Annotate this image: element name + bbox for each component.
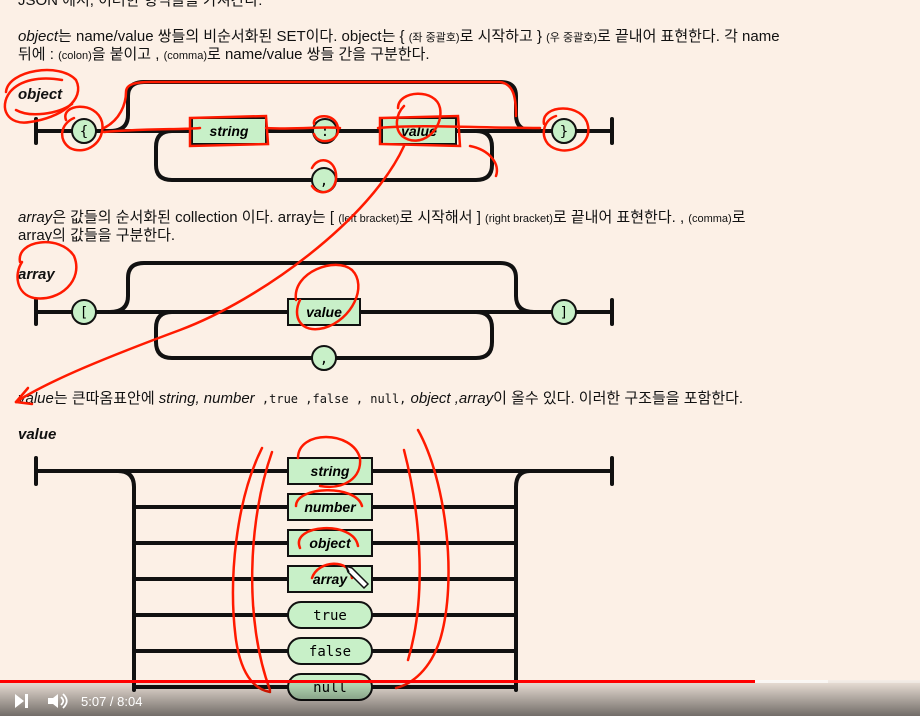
value-option-object-label: object [309, 535, 352, 551]
array-desc-d: 로 [731, 209, 746, 226]
object-open-brace: { [80, 124, 88, 140]
array-desc-small-c: (comma) [688, 213, 732, 225]
value-option-number-label: number [304, 499, 357, 515]
array-description-line1: array은 값들의 순서화된 collection 이다. array는 [ … [18, 209, 746, 228]
video-player-bar [0, 680, 920, 716]
object-desc2-a: 뒤에 : [18, 46, 59, 63]
object-string-box: string [191, 117, 267, 145]
value-desc-a: 는 큰따옴표안에 [53, 390, 159, 407]
value-option-array-label: array [313, 571, 348, 587]
value-desc-italic-b: object ,array [406, 390, 494, 407]
array-close-bracket-node: ] [551, 299, 577, 325]
array-diagram-label: array [18, 266, 55, 283]
array-desc-a: 은 값들의 순서화된 collection 이다. array는 [ [52, 209, 339, 226]
value-option-true-label: true [313, 608, 347, 624]
array-description-line2: array의 값들을 구분한다. [18, 227, 176, 244]
play-icon [15, 694, 28, 708]
array-desc-c: 로 끝내어 표현한다. , [552, 209, 689, 226]
video-buffer-bar [754, 680, 828, 683]
pen-cursor-icon [344, 564, 370, 590]
array-value-label: value [306, 304, 342, 320]
object-colon: : [321, 124, 329, 140]
value-option-string-label: string [311, 463, 350, 479]
object-close-brace: } [560, 124, 568, 140]
array-open-bracket-node: [ [71, 299, 97, 325]
video-progress-bar[interactable] [0, 680, 920, 683]
object-string-label: string [210, 123, 249, 139]
intro-text: JSON 에서, 이러한 형식들을 가져간다: [18, 0, 263, 9]
value-diagram-label: value [18, 426, 57, 443]
play-button[interactable] [12, 692, 32, 713]
value-option-false-label: false [309, 644, 351, 660]
value-desc-b: 이 올수 있다. 이러한 구조들을 포함한다. [493, 390, 744, 407]
object-desc2-small-a: (colon) [58, 50, 92, 62]
object-desc-text-a: 는 name/value 쌍들의 비순서화된 SET이다. object는 { [58, 28, 409, 45]
object-diagram-label: object [18, 86, 63, 103]
video-progress-fill [0, 680, 755, 683]
array-term: array [18, 209, 53, 226]
value-option-object: object [287, 529, 373, 557]
value-desc-italic-a: string, number [158, 390, 255, 407]
volume-icon [48, 693, 68, 709]
object-open-brace-node: { [71, 118, 97, 144]
object-close-brace-node: } [551, 118, 577, 144]
time-display: 5:07 / 8:04 [81, 694, 142, 709]
object-desc-text-c: 로 끝내어 표현한다. 각 name [597, 28, 780, 45]
object-description-line2: 뒤에 : (colon)을 붙이고 , (comma)로 name/value … [18, 46, 430, 65]
object-desc-small-b: (우 중괄호) [546, 32, 597, 44]
value-description-line: value는 큰따옴표안에 string, number ,true ,fals… [18, 390, 743, 408]
object-desc2-c: 로 name/value 쌍들 간을 구분한다. [207, 46, 430, 63]
object-description-line1: object는 name/value 쌍들의 비순서화된 SET이다. obje… [18, 28, 780, 47]
time-separator: / [106, 694, 118, 709]
object-desc2-small-b: (comma) [163, 50, 207, 62]
value-option-false: false [287, 637, 373, 665]
array-desc-small-b: (right bracket) [485, 213, 553, 225]
object-term: object [18, 28, 59, 45]
object-desc-text-b: 로 시작하고 } [459, 28, 547, 45]
volume-button[interactable] [46, 692, 70, 713]
object-desc2-b: 을 붙이고 , [91, 46, 164, 63]
time-total: 8:04 [117, 694, 143, 709]
array-comma: , [320, 351, 328, 367]
object-desc-small-a: (좌 중괄호) [408, 32, 460, 44]
object-comma: , [320, 173, 328, 189]
array-open-bracket: [ [80, 305, 88, 321]
array-desc-b: 로 시작해서 ] [399, 209, 486, 226]
red-pen-annotations [3, 68, 590, 694]
value-option-number: number [287, 493, 373, 521]
time-current: 5:07 [81, 694, 107, 709]
value-option-true: true [287, 601, 373, 629]
value-desc-mono: ,true ,false , null, [254, 392, 407, 406]
array-comma-node: , [311, 345, 337, 371]
array-close-bracket: ] [560, 305, 568, 321]
value-option-array: array [287, 565, 373, 593]
